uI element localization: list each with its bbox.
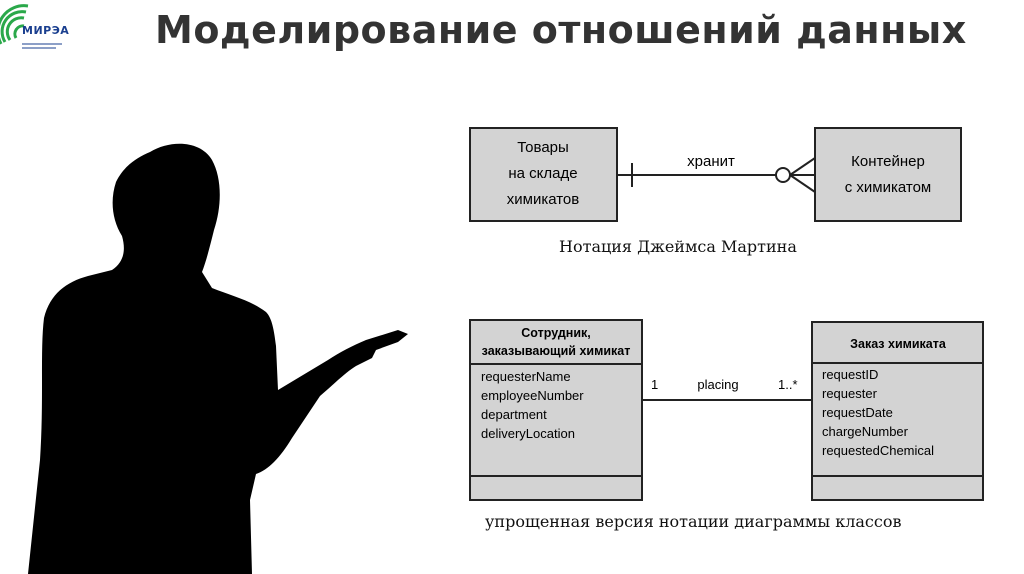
class-requester-attr: requesterName [481,369,571,384]
crows-foot-icon [790,158,815,192]
martin-caption: Нотация Джеймса Мартина [559,237,797,256]
class-requester-attr: deliveryLocation [481,426,575,441]
class-requester-attr: department [481,407,547,422]
association-label: placing [697,377,738,392]
martin-notation-diagram: Товары на складе химикатов Контейнер с х… [470,128,961,221]
zero-circle-icon [776,168,790,182]
class-order-attr: requestedChemical [822,443,934,458]
class-requester-name-line1: Сотрудник, [521,326,590,340]
relationship-label: хранит [687,153,735,170]
uml-caption: упрощенная версия нотации диаграммы клас… [485,512,901,531]
entity-chemical-stock-line2: на складе [508,165,577,182]
class-order-attr: requestID [822,367,878,382]
class-order-attr: chargeNumber [822,424,909,439]
entity-chemical-container-line2: с химикатом [845,179,932,196]
multiplicity-right: 1..* [778,377,798,392]
class-requester-name-line2: заказывающий химикат [482,344,631,358]
multiplicity-left: 1 [651,377,658,392]
class-requester-attr: employeeNumber [481,388,584,403]
entity-chemical-stock-line3: химикатов [507,191,580,208]
entity-chemical-stock-line1: Товары [517,139,569,156]
class-order-attr: requester [822,386,878,401]
class-chemical-order-name: Заказ химиката [850,337,947,351]
entity-chemical-container-line1: Контейнер [851,153,925,170]
entity-chemical-container [815,128,961,221]
uml-class-diagram: Сотрудник, заказывающий химикат requeste… [470,320,983,500]
class-order-attr: requestDate [822,405,893,420]
